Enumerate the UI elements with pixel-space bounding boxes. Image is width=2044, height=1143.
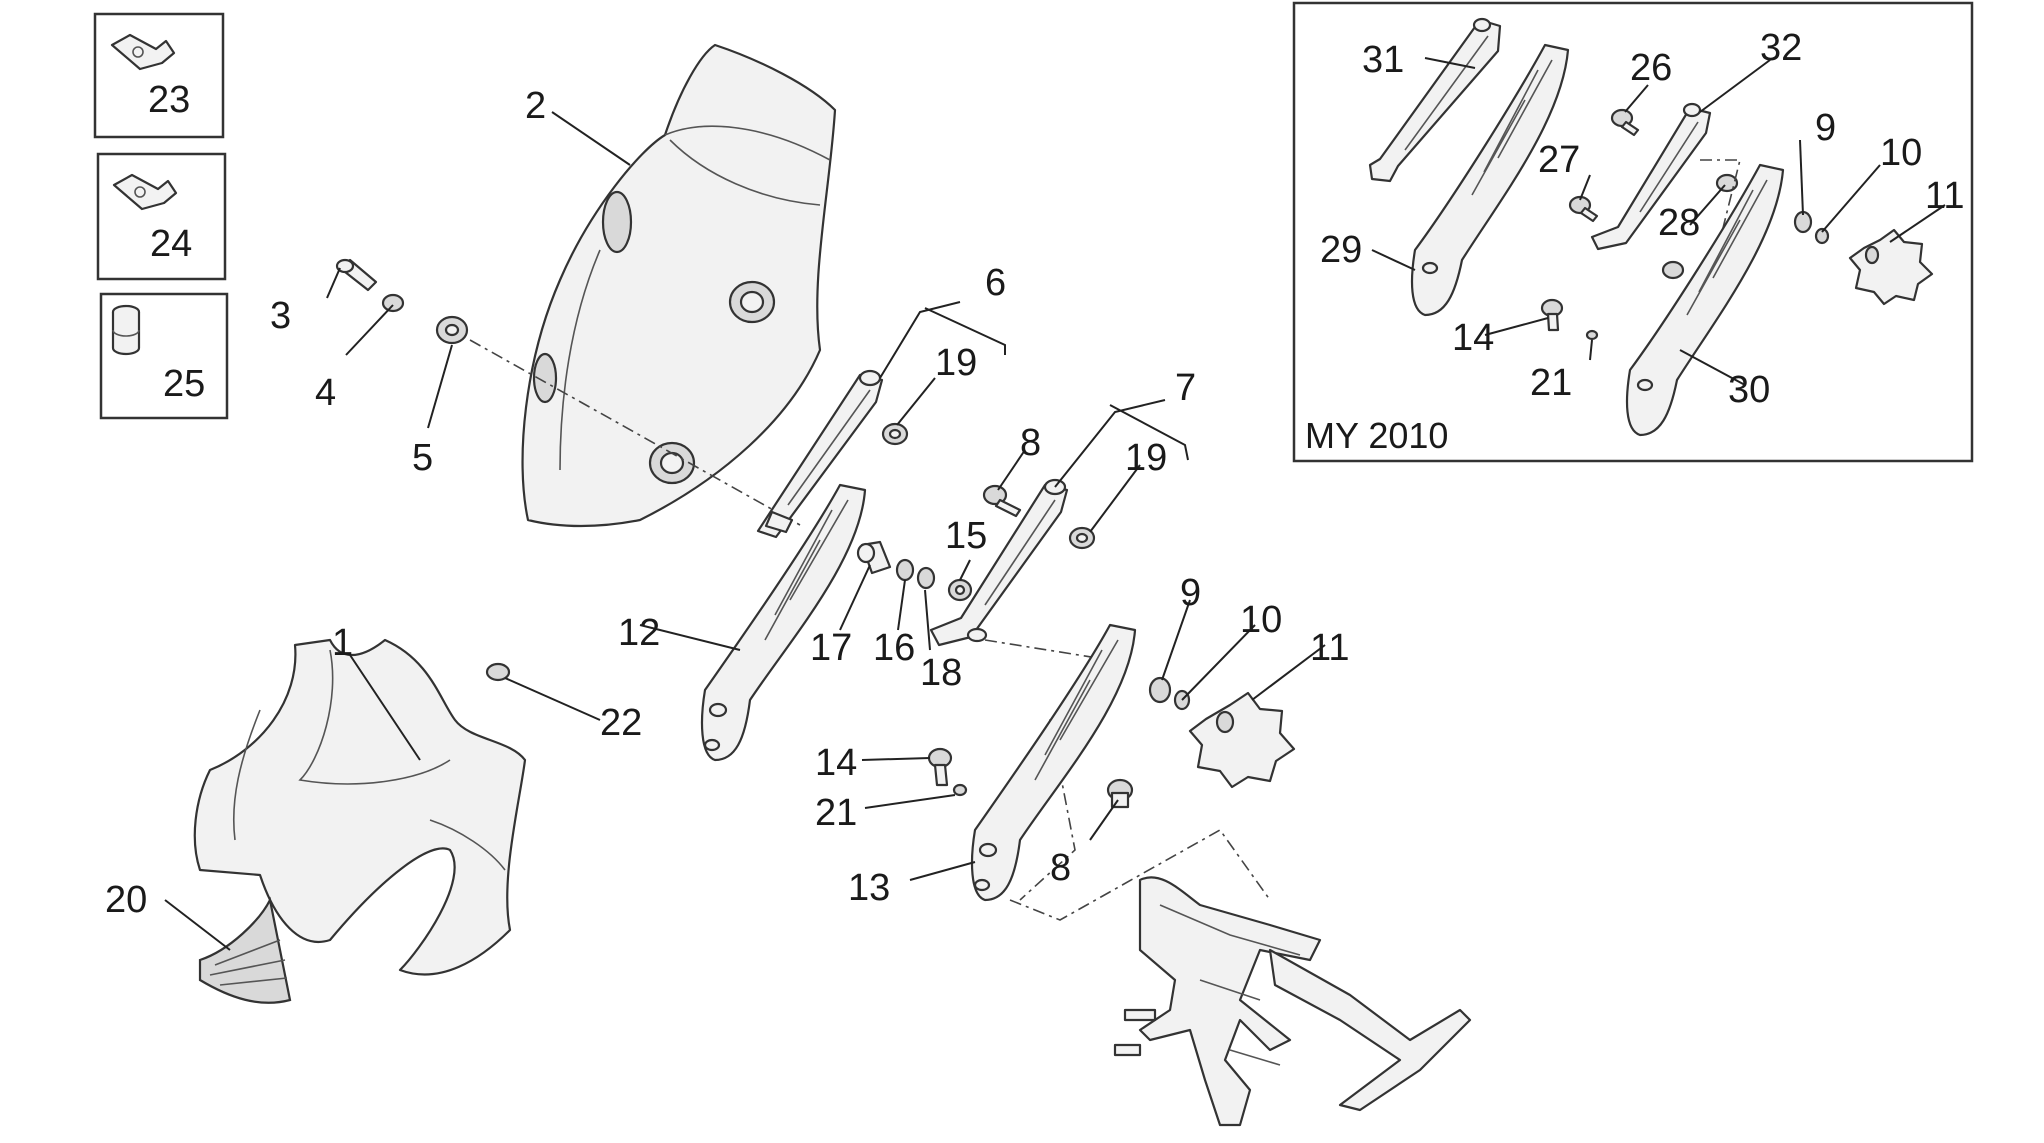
bracket-6 xyxy=(756,369,884,539)
callout-19b: 19 xyxy=(1125,437,1167,479)
axis-line-frame xyxy=(1009,828,1271,921)
part-box-25: 25 xyxy=(99,292,229,420)
screw-8b xyxy=(1106,778,1134,809)
callout-7: 7 xyxy=(1175,367,1196,409)
washer-16 xyxy=(895,558,915,582)
front-fairing xyxy=(193,638,527,976)
callout-26: 26 xyxy=(1630,47,1672,89)
callout-20: 20 xyxy=(105,879,147,921)
callout-8a: 8 xyxy=(1020,422,1041,464)
washer-18 xyxy=(916,566,936,590)
washer-21b xyxy=(1585,329,1599,341)
spacer-17 xyxy=(856,540,892,575)
bracket-31 xyxy=(1368,17,1502,183)
callout-27: 27 xyxy=(1538,139,1580,181)
callout-22: 22 xyxy=(600,702,642,744)
slide-13 xyxy=(970,623,1137,902)
callout-11b: 11 xyxy=(1925,175,1964,217)
my-2010-inset: MY 2010 xyxy=(1292,1,1974,463)
callout-13: 13 xyxy=(848,867,890,909)
callout-9b: 9 xyxy=(1815,107,1836,149)
frame-bracket xyxy=(1113,876,1472,1127)
callout-10a: 10 xyxy=(1240,599,1282,641)
inset-caption: MY 2010 xyxy=(1305,415,1448,456)
callout-25: 25 xyxy=(163,363,205,405)
callout-21b: 21 xyxy=(1530,362,1572,404)
callout-9a: 9 xyxy=(1180,572,1201,614)
screw-14a xyxy=(927,747,953,787)
knob-11b xyxy=(1848,228,1934,306)
screw-27 xyxy=(1568,195,1599,223)
callout-8b: 8 xyxy=(1050,847,1071,889)
part-box-24: 24 xyxy=(96,152,227,281)
screw-14b xyxy=(1540,298,1564,332)
nut-15 xyxy=(947,578,973,602)
callout-31: 31 xyxy=(1362,39,1404,81)
knob-11a xyxy=(1188,691,1296,789)
callout-21a: 21 xyxy=(815,792,857,834)
callout-18: 18 xyxy=(920,652,962,694)
callout-5: 5 xyxy=(412,437,433,479)
nut-19b xyxy=(1068,526,1096,550)
callout-30: 30 xyxy=(1728,369,1770,411)
screw-26 xyxy=(1610,108,1640,137)
callout-23: 23 xyxy=(148,79,190,121)
washer-4 xyxy=(381,293,405,313)
rubber-22 xyxy=(485,662,511,682)
windshield xyxy=(521,43,837,528)
callout-14b: 14 xyxy=(1452,317,1494,359)
callout-24: 24 xyxy=(150,223,192,265)
leader-lines xyxy=(164,57,1946,951)
axis-line-7 xyxy=(984,639,1111,901)
callout-10b: 10 xyxy=(1880,132,1922,174)
nut-19a xyxy=(881,422,909,446)
callout-6: 6 xyxy=(985,262,1006,304)
callout-15: 15 xyxy=(945,515,987,557)
bracket-32 xyxy=(1590,102,1712,251)
washer-10b xyxy=(1814,227,1830,245)
callout-1: 1 xyxy=(332,622,353,664)
washer-21a xyxy=(952,783,968,797)
bushing-5 xyxy=(435,315,469,345)
callout-19a: 19 xyxy=(935,342,977,384)
callout-17: 17 xyxy=(810,627,852,669)
callout-2: 2 xyxy=(525,85,546,127)
axis-line-inset xyxy=(1699,159,1742,271)
slide-12 xyxy=(700,483,867,762)
callout-29: 29 xyxy=(1320,229,1362,271)
grille-20 xyxy=(198,896,292,1004)
callout-3: 3 xyxy=(270,295,291,337)
slide-30 xyxy=(1625,163,1785,437)
callout-28: 28 xyxy=(1658,202,1700,244)
callouts: 1 2 3 4 5 6 7 8 8 9 9 10 10 11 11 12 13 … xyxy=(105,27,1964,921)
callout-14a: 14 xyxy=(815,742,857,784)
washer-9a xyxy=(1148,676,1172,704)
callout-32: 32 xyxy=(1760,27,1802,69)
callout-12: 12 xyxy=(618,612,660,654)
callout-4: 4 xyxy=(315,372,336,414)
part-box-23: 23 xyxy=(93,12,225,139)
callout-11a: 11 xyxy=(1310,627,1349,669)
rubber-grommet-icon xyxy=(111,304,141,356)
bolt-3 xyxy=(335,258,378,292)
nut-28 xyxy=(1661,173,1739,280)
callout-16: 16 xyxy=(873,627,915,669)
screw-8a xyxy=(982,484,1022,518)
slide-29 xyxy=(1410,43,1570,317)
